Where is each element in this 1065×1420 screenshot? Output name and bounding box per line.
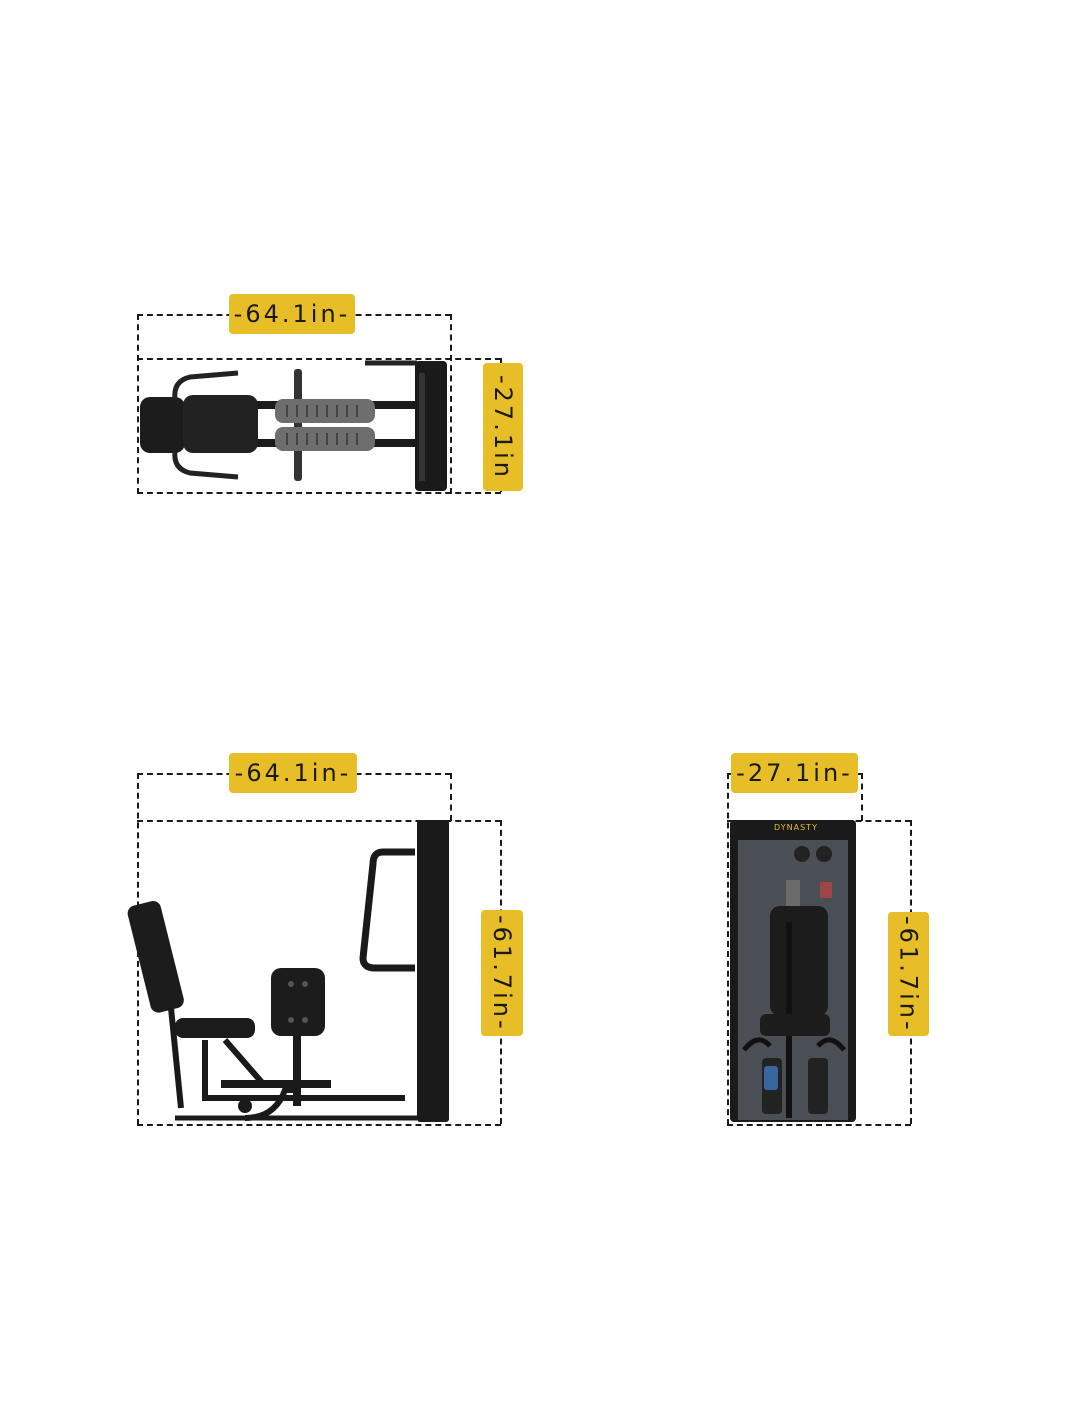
side-height-label: -61.7in- bbox=[481, 910, 523, 1036]
side-height-top-line bbox=[137, 820, 501, 822]
side-width-right-ext bbox=[450, 773, 452, 821]
front-width-right-ext bbox=[861, 773, 863, 821]
top-view-machine bbox=[140, 360, 447, 491]
front-brand-logo: DYNASTY bbox=[774, 823, 818, 832]
top-depth-bottom-line bbox=[137, 492, 501, 494]
front-width-label: -27.1in- bbox=[731, 753, 858, 793]
side-height-bottom-line bbox=[137, 1124, 501, 1126]
front-height-bottom-line bbox=[727, 1124, 911, 1126]
side-view-machine bbox=[127, 820, 449, 1122]
front-height-label: -61.7in- bbox=[888, 912, 929, 1036]
top-width-left-ext bbox=[137, 314, 139, 494]
top-width-right-ext bbox=[450, 314, 452, 494]
top-depth-label: -27.1in bbox=[483, 363, 523, 491]
top-width-label: -64.1in- bbox=[229, 294, 355, 334]
front-view-machine bbox=[730, 820, 856, 1122]
front-width-left-ext bbox=[727, 773, 729, 1125]
side-width-label: -64.1in- bbox=[229, 753, 357, 793]
top-depth-top-line bbox=[137, 358, 501, 360]
